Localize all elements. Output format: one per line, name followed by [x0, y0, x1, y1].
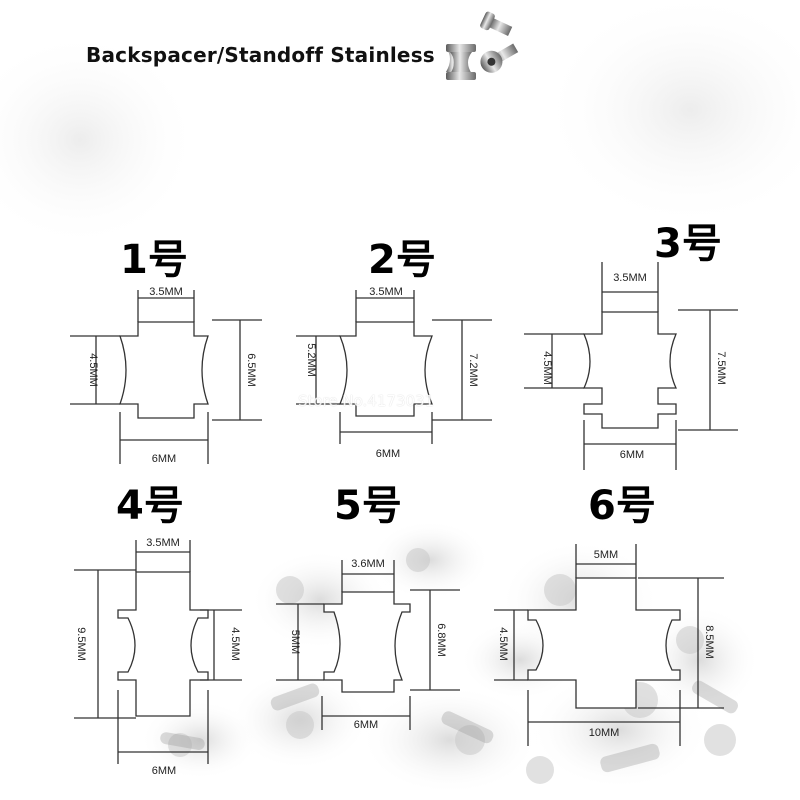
part-1-left-dim: 4.5MM — [87, 353, 99, 387]
part-6-right-dim: 8.5MM — [703, 625, 715, 659]
page-title: Backspacer/Standoff Stainless — [86, 43, 435, 67]
part-3-top-dim: 3.5MM — [613, 272, 647, 284]
part-6-bottom-dim: 10MM — [589, 727, 620, 739]
part-5-bottom-dim: 6MM — [354, 719, 378, 731]
part-2-top-dim: 3.5MM — [369, 286, 403, 298]
part-5-top-dim: 3.6MM — [351, 558, 385, 570]
part-1-bottom-dim: 6MM — [152, 453, 176, 465]
part-4-left-dim: 9.5MM — [75, 627, 87, 661]
part-4-bottom-dim: 6MM — [152, 765, 176, 777]
part-2-label: 2号 — [368, 237, 436, 283]
standoff-screws-photo — [446, 11, 519, 80]
part-2-bottom-dim: 6MM — [376, 448, 400, 460]
part-3-left-dim: 4.5MM — [541, 351, 553, 385]
part-6-label: 6号 — [588, 483, 656, 529]
part-2-left-dim: 5.2MM — [305, 343, 317, 377]
part-6-left-dim: 4.5MM — [497, 627, 509, 661]
part-3-label: 3号 — [654, 221, 722, 267]
part-5-label: 5号 — [334, 483, 402, 529]
part-6-top-dim: 5MM — [594, 549, 618, 561]
part-4-top-dim: 3.5MM — [146, 537, 180, 549]
part-2-right-dim: 7.2MM — [467, 353, 479, 387]
part-3-bottom-dim: 6MM — [620, 449, 644, 461]
part-1-top-dim: 3.5MM — [149, 286, 183, 298]
store-watermark: Store No.4173031 — [298, 392, 435, 410]
part-5-left-dim: 5MM — [289, 630, 301, 654]
part-4-label: 4号 — [116, 483, 184, 529]
part-5-right-dim: 6.8MM — [435, 623, 447, 657]
part-3-right-dim: 7.5MM — [715, 351, 727, 385]
part-1-right-dim: 6.5MM — [245, 353, 257, 387]
part-4-right-dim: 4.5MM — [229, 627, 241, 661]
part-1-label: 1号 — [120, 237, 188, 283]
